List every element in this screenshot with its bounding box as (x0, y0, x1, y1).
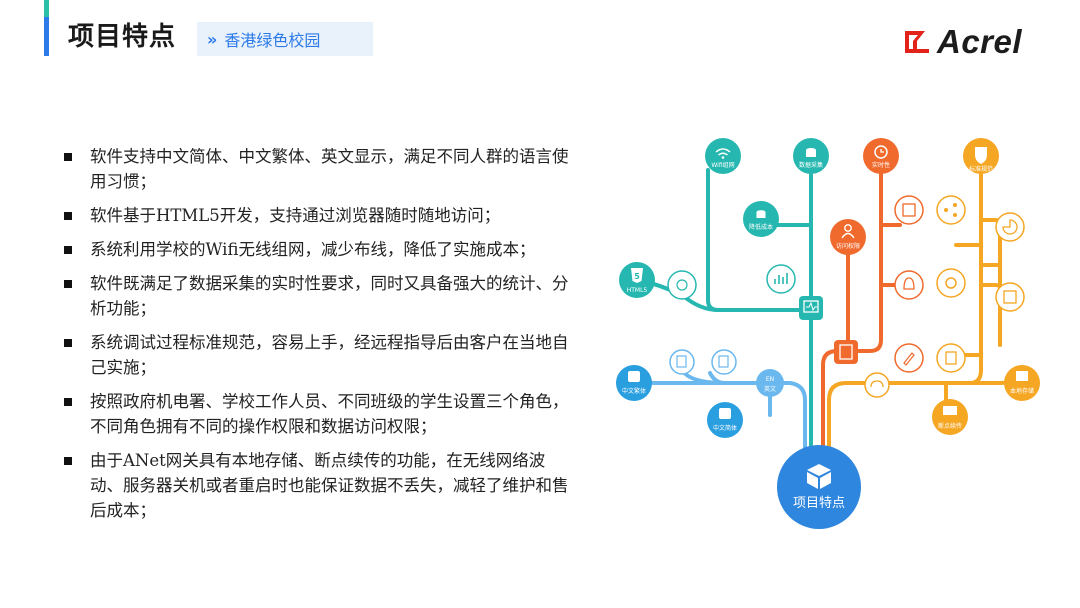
edit-icon (894, 343, 924, 373)
list-item-text: 软件基于HTML5开发，支持通过浏览器随时随地访问； (90, 206, 501, 225)
node-resume: 断点续传 (932, 399, 968, 435)
doc-search-icon (669, 349, 695, 375)
root-node: 项目特点 (777, 445, 861, 529)
node-realtime: 实时性 (863, 138, 899, 174)
chart-icon (766, 264, 796, 294)
node-realtime-label: 实时性 (872, 161, 890, 169)
node-traditional: 中文简体 (707, 402, 743, 438)
node-cost-label: 降低成本 (749, 223, 773, 231)
bullet-square-icon (64, 398, 72, 406)
list-item: 软件支持中文简体、中文繁体、英文显示，满足不同人群的语言使用习惯； (62, 144, 572, 194)
doc-node (834, 340, 858, 364)
list-item-text: 软件支持中文简体、中文繁体、英文显示，满足不同人群的语言使用习惯； (90, 147, 569, 191)
bullet-square-icon (64, 457, 72, 465)
node-english-label: 英文 (764, 385, 776, 393)
list-item: 按照政府机电署、学校工作人员、不同班级的学生设置三个角色，不同角色拥有不同的操作… (62, 389, 572, 439)
node-storage-label: 本地存储 (1010, 387, 1034, 395)
settings-icon (936, 268, 966, 298)
list-item: 系统利用学校的Wifi无线组网，减少布线，降低了实施成本； (62, 237, 572, 262)
node-standard-label: 标准规范 (969, 165, 993, 173)
node-standard: 标准规范 (963, 138, 999, 174)
node-wifi: Wifi组网 (705, 138, 741, 174)
building-icon (894, 195, 924, 225)
acrel-logo-mark-icon (905, 31, 929, 53)
monitor-node (799, 296, 823, 320)
node-data-label: 数据采集 (799, 161, 823, 169)
bullet-square-icon (64, 280, 72, 288)
node-simplified-label: 中文繁体 (622, 387, 646, 395)
feature-list: 软件支持中文简体、中文繁体、英文显示，满足不同人群的语言使用习惯； 软件基于HT… (62, 144, 572, 532)
double-chevron-icon: » (207, 29, 217, 49)
share-icon (936, 195, 966, 225)
bell-icon (894, 270, 924, 300)
node-html5-label: HTML5 (627, 287, 648, 294)
node-resume-label: 断点续传 (938, 422, 962, 430)
page-title: 项目特点 (68, 22, 177, 52)
subtitle-tag: » 香港绿色校园 (197, 22, 373, 56)
bullet-square-icon (64, 339, 72, 347)
table-icon (995, 282, 1025, 312)
bullet-square-icon (64, 153, 72, 161)
node-traditional-label: 中文简体 (713, 424, 737, 432)
list-item-text: 系统调试过程标准规范，容易上手，经远程指导后由客户在当地自己实施； (90, 333, 569, 377)
list-item: 由于ANet网关具有本地存储、断点续传的功能，在无线网络波动、服务器关机或者重启… (62, 448, 572, 523)
feature-tree-diagram: 项目特点 Wifi组网 数据采集 降低成本 5 HTML5 实时性 (616, 138, 1040, 529)
html5-icon: 5 (634, 272, 640, 281)
list-item-text: 系统利用学校的Wifi无线组网，减少布线，降低了实施成本； (90, 240, 536, 259)
root-label: 项目特点 (793, 496, 845, 511)
node-english: EN 英文 (756, 369, 784, 397)
node-wifi-label: Wifi组网 (711, 161, 734, 169)
list-item-text: 由于ANet网关具有本地存储、断点续传的功能，在无线网络波动、服务器关机或者重启… (90, 451, 569, 520)
node-simplified: 中文繁体 (616, 365, 652, 401)
doc-list-icon (711, 349, 737, 375)
subtitle-text: 香港绿色校园 (224, 31, 321, 50)
english-glyph: EN (766, 376, 774, 383)
bullet-square-icon (64, 212, 72, 220)
list-item: 软件既满足了数据采集的实时性要求，同时又具备强大的统计、分析功能； (62, 271, 572, 321)
list-item: 系统调试过程标准规范，容易上手，经远程指导后由客户在当地自己实施； (62, 330, 572, 380)
title-accent-bar (44, 0, 49, 56)
node-cost: 降低成本 (743, 201, 779, 237)
brand-logo: Acrel (903, 23, 1023, 60)
cloud-upload-icon (864, 372, 890, 398)
logo-wordmark: Acrel (937, 23, 1023, 60)
node-access: 访问权限 (830, 219, 866, 255)
node-html5: 5 HTML5 (619, 262, 655, 298)
list-item-text: 按照政府机电署、学校工作人员、不同班级的学生设置三个角色，不同角色拥有不同的操作… (90, 392, 569, 436)
node-data-collection: 数据采集 (793, 138, 829, 174)
node-access-label: 访问权限 (836, 242, 860, 250)
list-item-text: 软件既满足了数据采集的实时性要求，同时又具备强大的统计、分析功能； (90, 274, 569, 318)
list-item: 软件基于HTML5开发，支持通过浏览器随时随地访问； (62, 203, 572, 228)
calculator-icon (936, 343, 966, 373)
node-storage: 本地存储 (1004, 365, 1040, 401)
atom-icon (667, 270, 697, 300)
bullet-square-icon (64, 246, 72, 254)
